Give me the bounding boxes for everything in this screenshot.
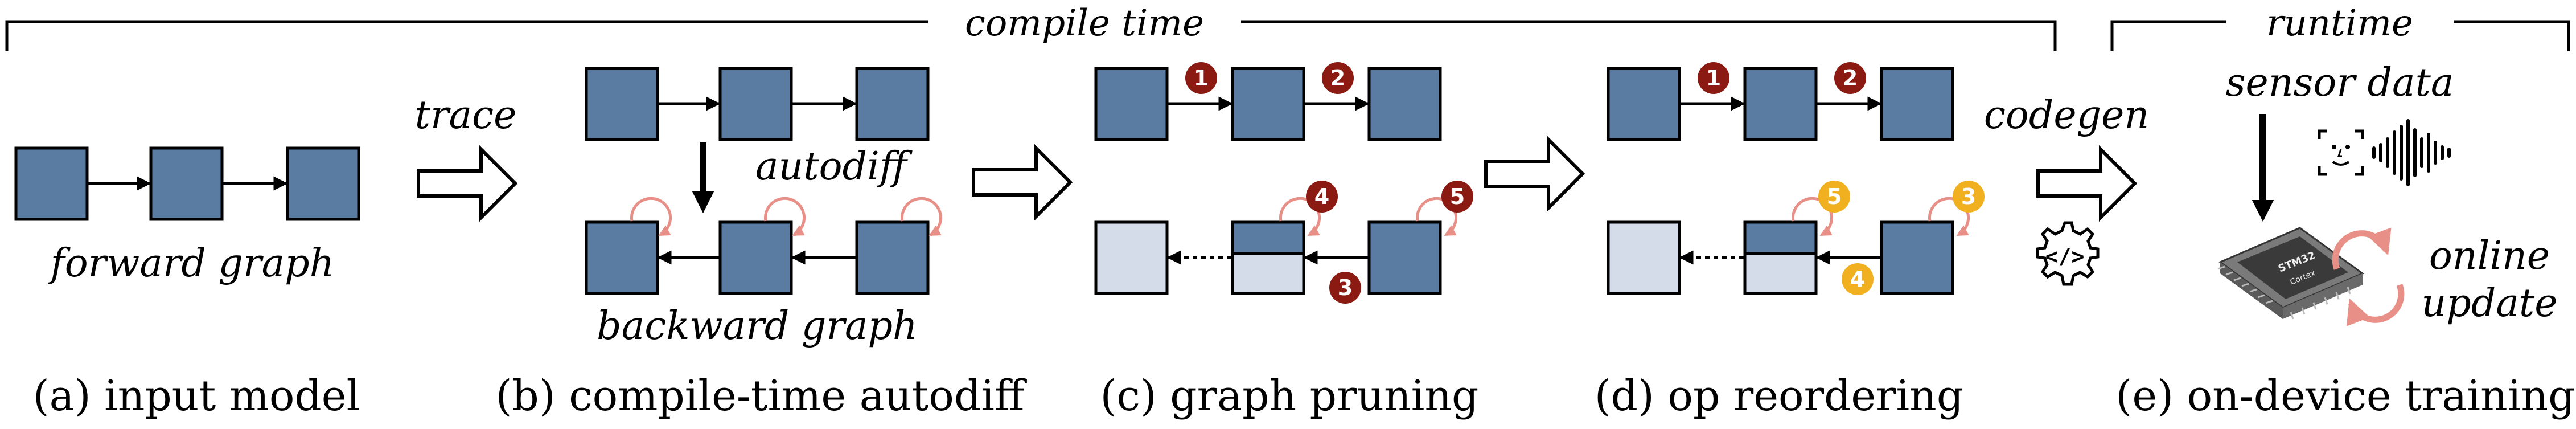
b-fwd-node-1: [585, 67, 659, 141]
waveform-icon: [2372, 119, 2451, 186]
b-bwd-node-2: [718, 220, 793, 295]
step-arrow-bc: [972, 144, 1073, 221]
badge-c-3: 3: [1329, 272, 1361, 304]
trace-label: trace: [415, 93, 517, 138]
badge-d-4: 4: [1842, 263, 1874, 295]
badge-d-3: 3: [1953, 181, 1985, 213]
c-pruned-node: [1094, 220, 1169, 295]
badge-c-2: 2: [1322, 62, 1354, 94]
c-split-node-bottom: [1231, 252, 1305, 295]
backward-graph-label: backward graph: [597, 304, 918, 349]
runtime-label: runtime: [2266, 2, 2413, 44]
badge-d-5: 5: [1818, 181, 1850, 213]
codegen-label: codegen: [1984, 93, 2149, 138]
badge-d-1: 1: [1698, 62, 1729, 94]
c-split-node-top: [1231, 220, 1305, 255]
online-label: online: [2429, 234, 2550, 279]
b-fwd-node-3: [855, 67, 930, 141]
c-fwd-node-3: [1367, 67, 1442, 141]
c-fwd-node-1: [1094, 67, 1169, 141]
badge-d-2: 2: [1834, 62, 1866, 94]
forward-node-3: [286, 146, 360, 221]
badge-c-1-text: 1: [1194, 66, 1209, 91]
compile-time-label: compile time: [965, 2, 1204, 44]
panel-input-model: forward graph: [14, 146, 360, 286]
badge-c-1: 1: [1185, 62, 1217, 94]
badge-d-1-text: 1: [1706, 66, 1721, 91]
caption-e: (e) on-device training: [2116, 371, 2575, 420]
autodiff-label: autodiff: [755, 144, 913, 189]
d-split-node-bottom: [1743, 252, 1818, 295]
d-fwd-node-1: [1607, 67, 1681, 141]
c-fwd-node-2: [1231, 67, 1305, 141]
refresh-icon: [2332, 227, 2405, 326]
badge-c-5: 5: [1441, 181, 1473, 213]
trace-arrow: trace: [415, 93, 518, 222]
badge-c-5-text: 5: [1450, 184, 1465, 209]
forward-node-1: [14, 146, 89, 221]
d-split-node-top: [1743, 220, 1818, 255]
update-loop-b-1: [630, 197, 672, 236]
caption-b: (b) compile-time autodiff: [496, 371, 1028, 420]
panel-op-reordering: 1 2 5 3 4: [1607, 62, 1985, 295]
d-fwd-node-2: [1743, 67, 1818, 141]
codegen-arrow: codegen: [1984, 93, 2149, 222]
forward-graph-label: forward graph: [48, 241, 335, 286]
sensor-data-label: sensor data: [2226, 60, 2454, 105]
forward-node-2: [149, 146, 224, 221]
step-arrow-cd: [1484, 135, 1585, 213]
update-loop-b-2: [764, 197, 806, 236]
b-fwd-node-2: [718, 67, 793, 141]
update-label: update: [2422, 281, 2558, 326]
badge-d-5-text: 5: [1827, 184, 1842, 209]
badge-c-4: 4: [1306, 181, 1338, 213]
svg-text:</>: </>: [2045, 244, 2085, 269]
b-bwd-node-3: [855, 220, 930, 295]
face-scan-icon: [2318, 129, 2364, 176]
microcontroller-icon: STM32 Cortex: [2217, 227, 2365, 320]
b-bwd-node-1: [585, 220, 659, 295]
compile-time-bracket: compile time: [5, 2, 2057, 51]
badge-c-4-text: 4: [1314, 184, 1329, 209]
caption-c: (c) graph pruning: [1100, 371, 1479, 420]
badge-d-2-text: 2: [1843, 66, 1858, 91]
panel-graph-pruning: 1 2 4 5 3: [1094, 62, 1473, 304]
panel-on-device-training: sensor data: [2217, 60, 2558, 326]
caption-a: (a) input model: [33, 371, 360, 420]
update-loop-b-3: [901, 197, 942, 236]
d-pruned-node: [1607, 220, 1681, 295]
code-gear-icon: </>: [2036, 221, 2100, 286]
badge-d-3-text: 3: [1961, 184, 1976, 209]
runtime-bracket: runtime: [2110, 2, 2570, 51]
badge-d-4-text: 4: [1850, 267, 1865, 292]
badge-c-2-text: 2: [1330, 66, 1345, 91]
badge-c-3-text: 3: [1338, 275, 1353, 300]
d-fwd-node-3: [1880, 67, 1954, 141]
d-bwd-node-3: [1880, 220, 1954, 295]
panel-autodiff: autodiff backward graph: [585, 67, 942, 349]
c-bwd-node-3: [1367, 220, 1442, 295]
caption-d: (d) op reordering: [1595, 371, 1963, 420]
